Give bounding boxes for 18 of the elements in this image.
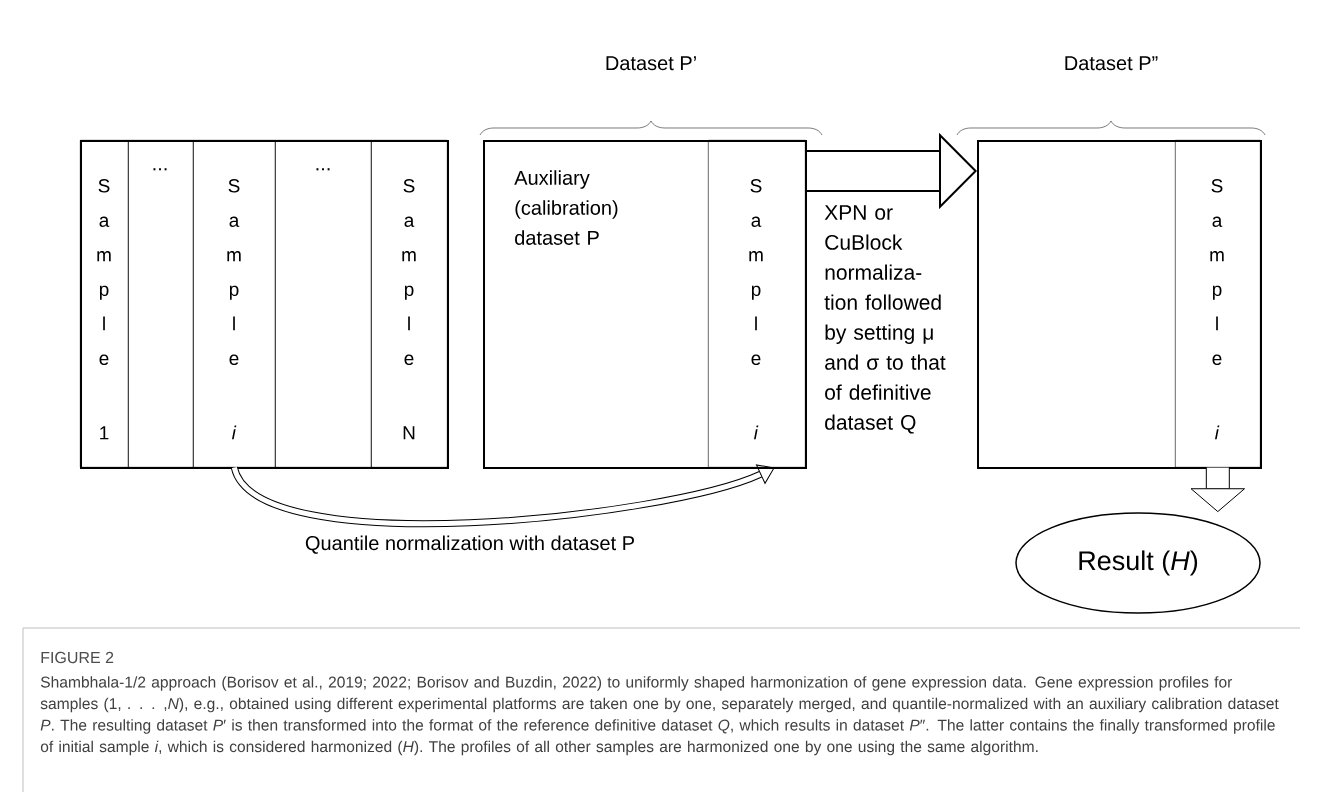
node-label: Dataset P” <box>1065 56 1158 71</box>
sample-column: ... <box>275 140 372 468</box>
diagram-title: FIGURE 2 <box>41 651 114 664</box>
node-label: Dataset P’ <box>606 56 696 71</box>
arrow <box>231 464 775 528</box>
edge-label: Quantile normalization with dataset P <box>305 535 634 554</box>
sample-column: Sample 1 <box>80 140 129 468</box>
caption: Shambhala-1/2 approach (Borisov et al., 2019; 2022; Borisov and Buzdin, 2022) to uniformly shaped harmonization of gene expression data. Gene expression profiles for samples (1, . . . ,N), e.g., obtained using different experimental platforms are taken one by one, separately merged, and quantile-normalized with an auxiliary calibration dataset P. The resulting dataset P′ is then transformed into the format of the reference definitive dataset Q, which results in dataset P″. The latter contains the finally transformed profile of initial sample i, which is considered harmonized (H). The profiles of all other samples are harmonized one by one using the same algorithm. <box>40 676 1279 756</box>
sample-column: ... <box>128 140 194 468</box>
sample-column: Sample i <box>708 140 806 468</box>
sample-column: Sample i <box>193 140 276 468</box>
sample-column: Sample i <box>1175 140 1261 468</box>
table-box <box>80 140 449 469</box>
caption-panel: FIGURE 2 Shambhala-1/2 approach (Borisov et al., 2019; 2022; Borisov and Buzdin, 2022) to uniformly shaped harmonization of gene expression data. Gene expression profiles for samples (1, . . . ,N), e.g., obtained using different experimental platforms are taken one by one, separately merged, and quantile-normalized with an auxiliary calibration dataset P. The resulting dataset P′ is then transformed into the format of the reference definitive dataset Q, which results in dataset P″. The latter contains the finally transformed profile of initial sample i, which is considered harmonized (H). The profiles of all other samples are harmonized one by one using the same algorithm. <box>22 627 1301 793</box>
arrow <box>1190 467 1246 513</box>
sample-column: Sample N <box>371 140 448 468</box>
edge-label: XPN or CuBlock normaliza-tion followed by setting μ and σ to that of definitive dataset Q <box>824 205 946 434</box>
dataset-cell: Auxiliary (calibration) dataset P <box>514 170 618 245</box>
